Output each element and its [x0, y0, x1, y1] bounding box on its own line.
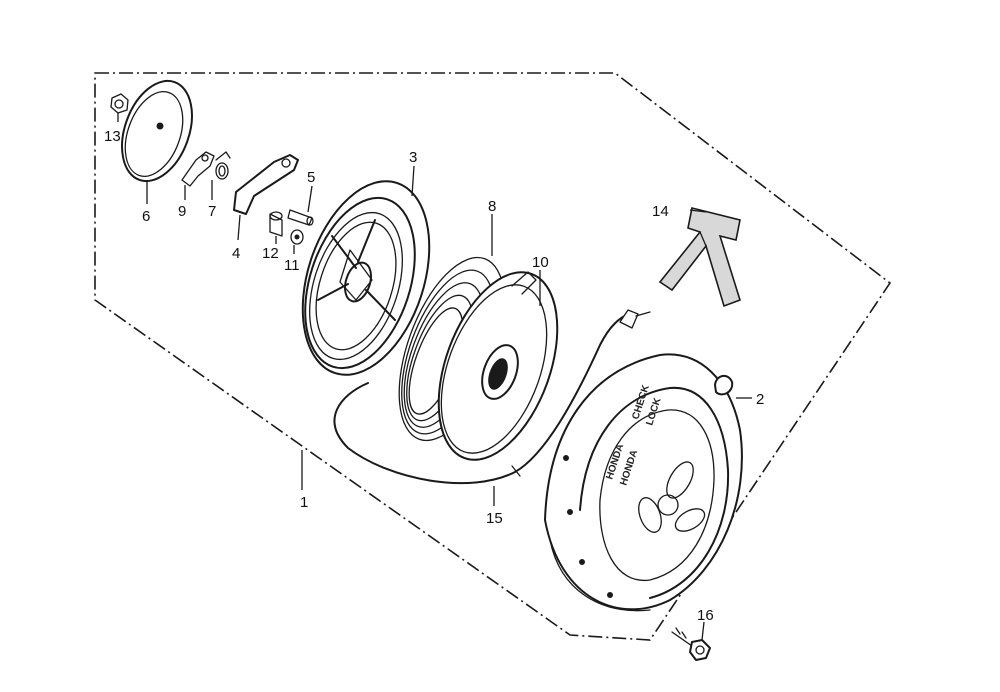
label-part-2: 2	[756, 391, 764, 408]
label-part-16: 16	[697, 607, 714, 624]
label-part-3: 3	[409, 149, 417, 166]
label-part-12: 12	[262, 245, 279, 262]
part-12-bolt	[269, 211, 283, 237]
rope-end-connector	[619, 309, 651, 329]
part-13-nut	[110, 93, 129, 114]
part-10-spring-case	[437, 271, 559, 461]
label-part-4: 4	[232, 245, 240, 262]
part-7-spring	[215, 151, 231, 180]
part-15-rope	[333, 313, 629, 485]
part-9-ratchet	[181, 151, 215, 187]
part-16-screw	[671, 627, 711, 661]
label-part-6: 6	[142, 208, 150, 225]
part-1-starter-cover: HONDA HONDA CHECK LOCK	[544, 353, 743, 612]
label-part-1: 1	[300, 494, 308, 511]
assembly-boundary	[94, 72, 892, 641]
label-part-9: 9	[178, 203, 186, 220]
part-5-pin	[287, 209, 314, 226]
part-3-reel	[301, 180, 431, 376]
label-part-14: 14	[652, 203, 669, 220]
part-4-friction-plate	[233, 154, 299, 215]
label-part-15: 15	[486, 510, 503, 527]
part-11-washer	[290, 229, 304, 245]
leader-lines	[117, 113, 752, 641]
label-part-10: 10	[532, 254, 549, 271]
label-part-7: 7	[208, 203, 216, 220]
label-part-11: 11	[284, 257, 300, 274]
part-14-starter-grip	[658, 207, 741, 308]
part-6-plate	[121, 79, 193, 183]
label-part-13: 13	[104, 128, 121, 145]
label-part-8: 8	[488, 198, 496, 215]
label-part-5: 5	[307, 169, 315, 186]
